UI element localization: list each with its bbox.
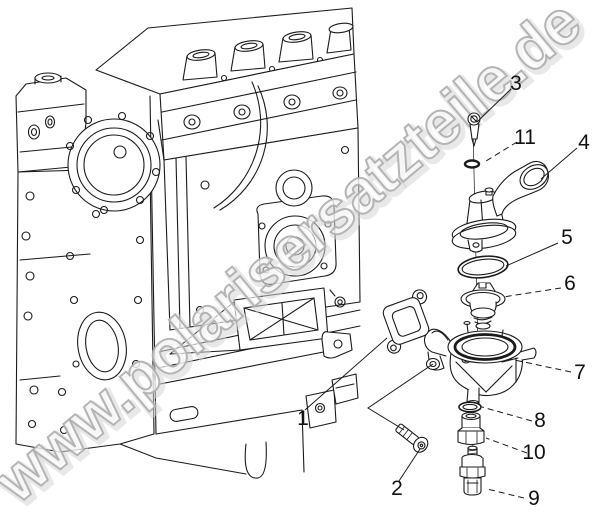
intake-tower <box>230 40 266 72</box>
leader-line-2-split <box>367 363 434 431</box>
leader-line-7 <box>509 358 572 373</box>
callout-9: 9 <box>528 487 540 510</box>
leader-line-1 <box>304 337 388 411</box>
leader-line-9 <box>486 488 525 499</box>
leader-line-8 <box>481 406 533 422</box>
engine-block-illustration <box>15 7 361 479</box>
washer <box>458 401 482 413</box>
small-o-ring <box>463 159 481 169</box>
gasket <box>382 289 430 354</box>
thermostat-housing <box>423 320 537 407</box>
leader-line-11 <box>485 141 518 162</box>
callout-7: 7 <box>574 361 586 384</box>
callout-6: 6 <box>564 272 576 295</box>
intake-tower <box>326 22 354 54</box>
sensor-body <box>457 411 485 446</box>
leader-line-3 <box>476 88 512 123</box>
leader-line-10 <box>485 437 528 454</box>
temperature-sensor <box>459 445 486 496</box>
water-outlet-elbow <box>451 160 549 253</box>
callout-2: 2 <box>391 477 403 500</box>
engine-left-boss <box>15 72 87 173</box>
cylinder-head-top <box>95 7 355 95</box>
callout-8: 8 <box>534 409 546 432</box>
crankcase-ladder <box>157 287 361 385</box>
mounting-bolt <box>395 423 429 453</box>
intake-tower <box>182 49 218 81</box>
leader-line-4 <box>540 147 578 180</box>
leader-line-2 <box>398 448 421 482</box>
callout-5: 5 <box>561 226 573 249</box>
engine-side-face <box>163 81 361 331</box>
callout-1: 1 <box>297 407 309 430</box>
seal-ring <box>457 255 509 279</box>
callout-3: 3 <box>510 72 522 95</box>
bleed-screw <box>467 112 481 147</box>
callout-10: 10 <box>522 441 545 464</box>
timing-cover-edge-2 <box>157 119 165 161</box>
crank-seal-housing <box>65 111 161 215</box>
callout-4: 4 <box>578 131 590 154</box>
engine-bottom <box>119 389 337 479</box>
engine-right-bosses <box>321 289 359 405</box>
leader-line-6 <box>502 287 562 298</box>
intake-tower <box>278 31 314 63</box>
callout-11: 11 <box>514 126 536 149</box>
thermostat <box>460 282 506 330</box>
leader-line-5 <box>505 242 559 267</box>
